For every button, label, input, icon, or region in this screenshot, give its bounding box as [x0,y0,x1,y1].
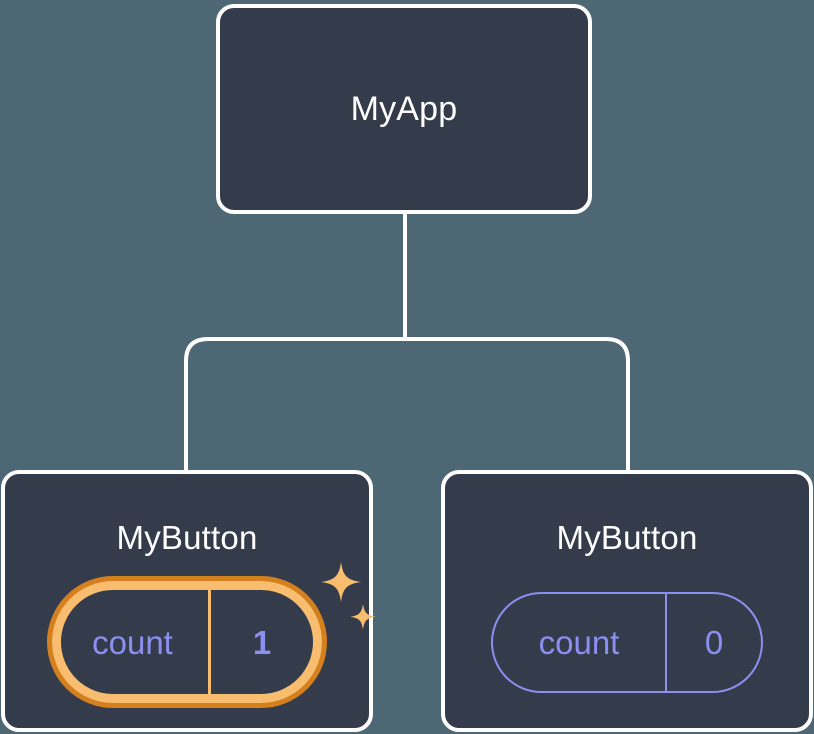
node-mybutton-right[interactable]: MyButton count 0 [441,470,813,732]
state-value-left: 1 [252,623,272,661]
sparkle-large-icon [321,562,361,602]
state-pill-wrapper-left: count 1 [47,562,376,708]
connector-branch-bar [184,337,630,472]
state-pill-plain[interactable]: count 0 [491,592,763,693]
state-pill-inner: count 1 [52,581,322,703]
state-key-right: count [493,594,667,691]
sparkles-group [321,562,376,630]
node-myapp[interactable]: MyApp [216,4,592,214]
state-pill-highlighted[interactable]: count 1 [47,576,327,708]
node-title-myapp: MyApp [350,90,458,128]
state-pill-wrapper-right: count 0 [491,592,763,693]
node-title-mybutton-right: MyButton [556,519,698,556]
node-mybutton-left[interactable]: MyButton count 1 [1,470,376,732]
sparkle-small-icon [350,604,376,630]
state-key-left: count [61,590,211,694]
state-value-right: 0 [704,624,724,661]
node-title-mybutton-left: MyButton [116,519,258,556]
